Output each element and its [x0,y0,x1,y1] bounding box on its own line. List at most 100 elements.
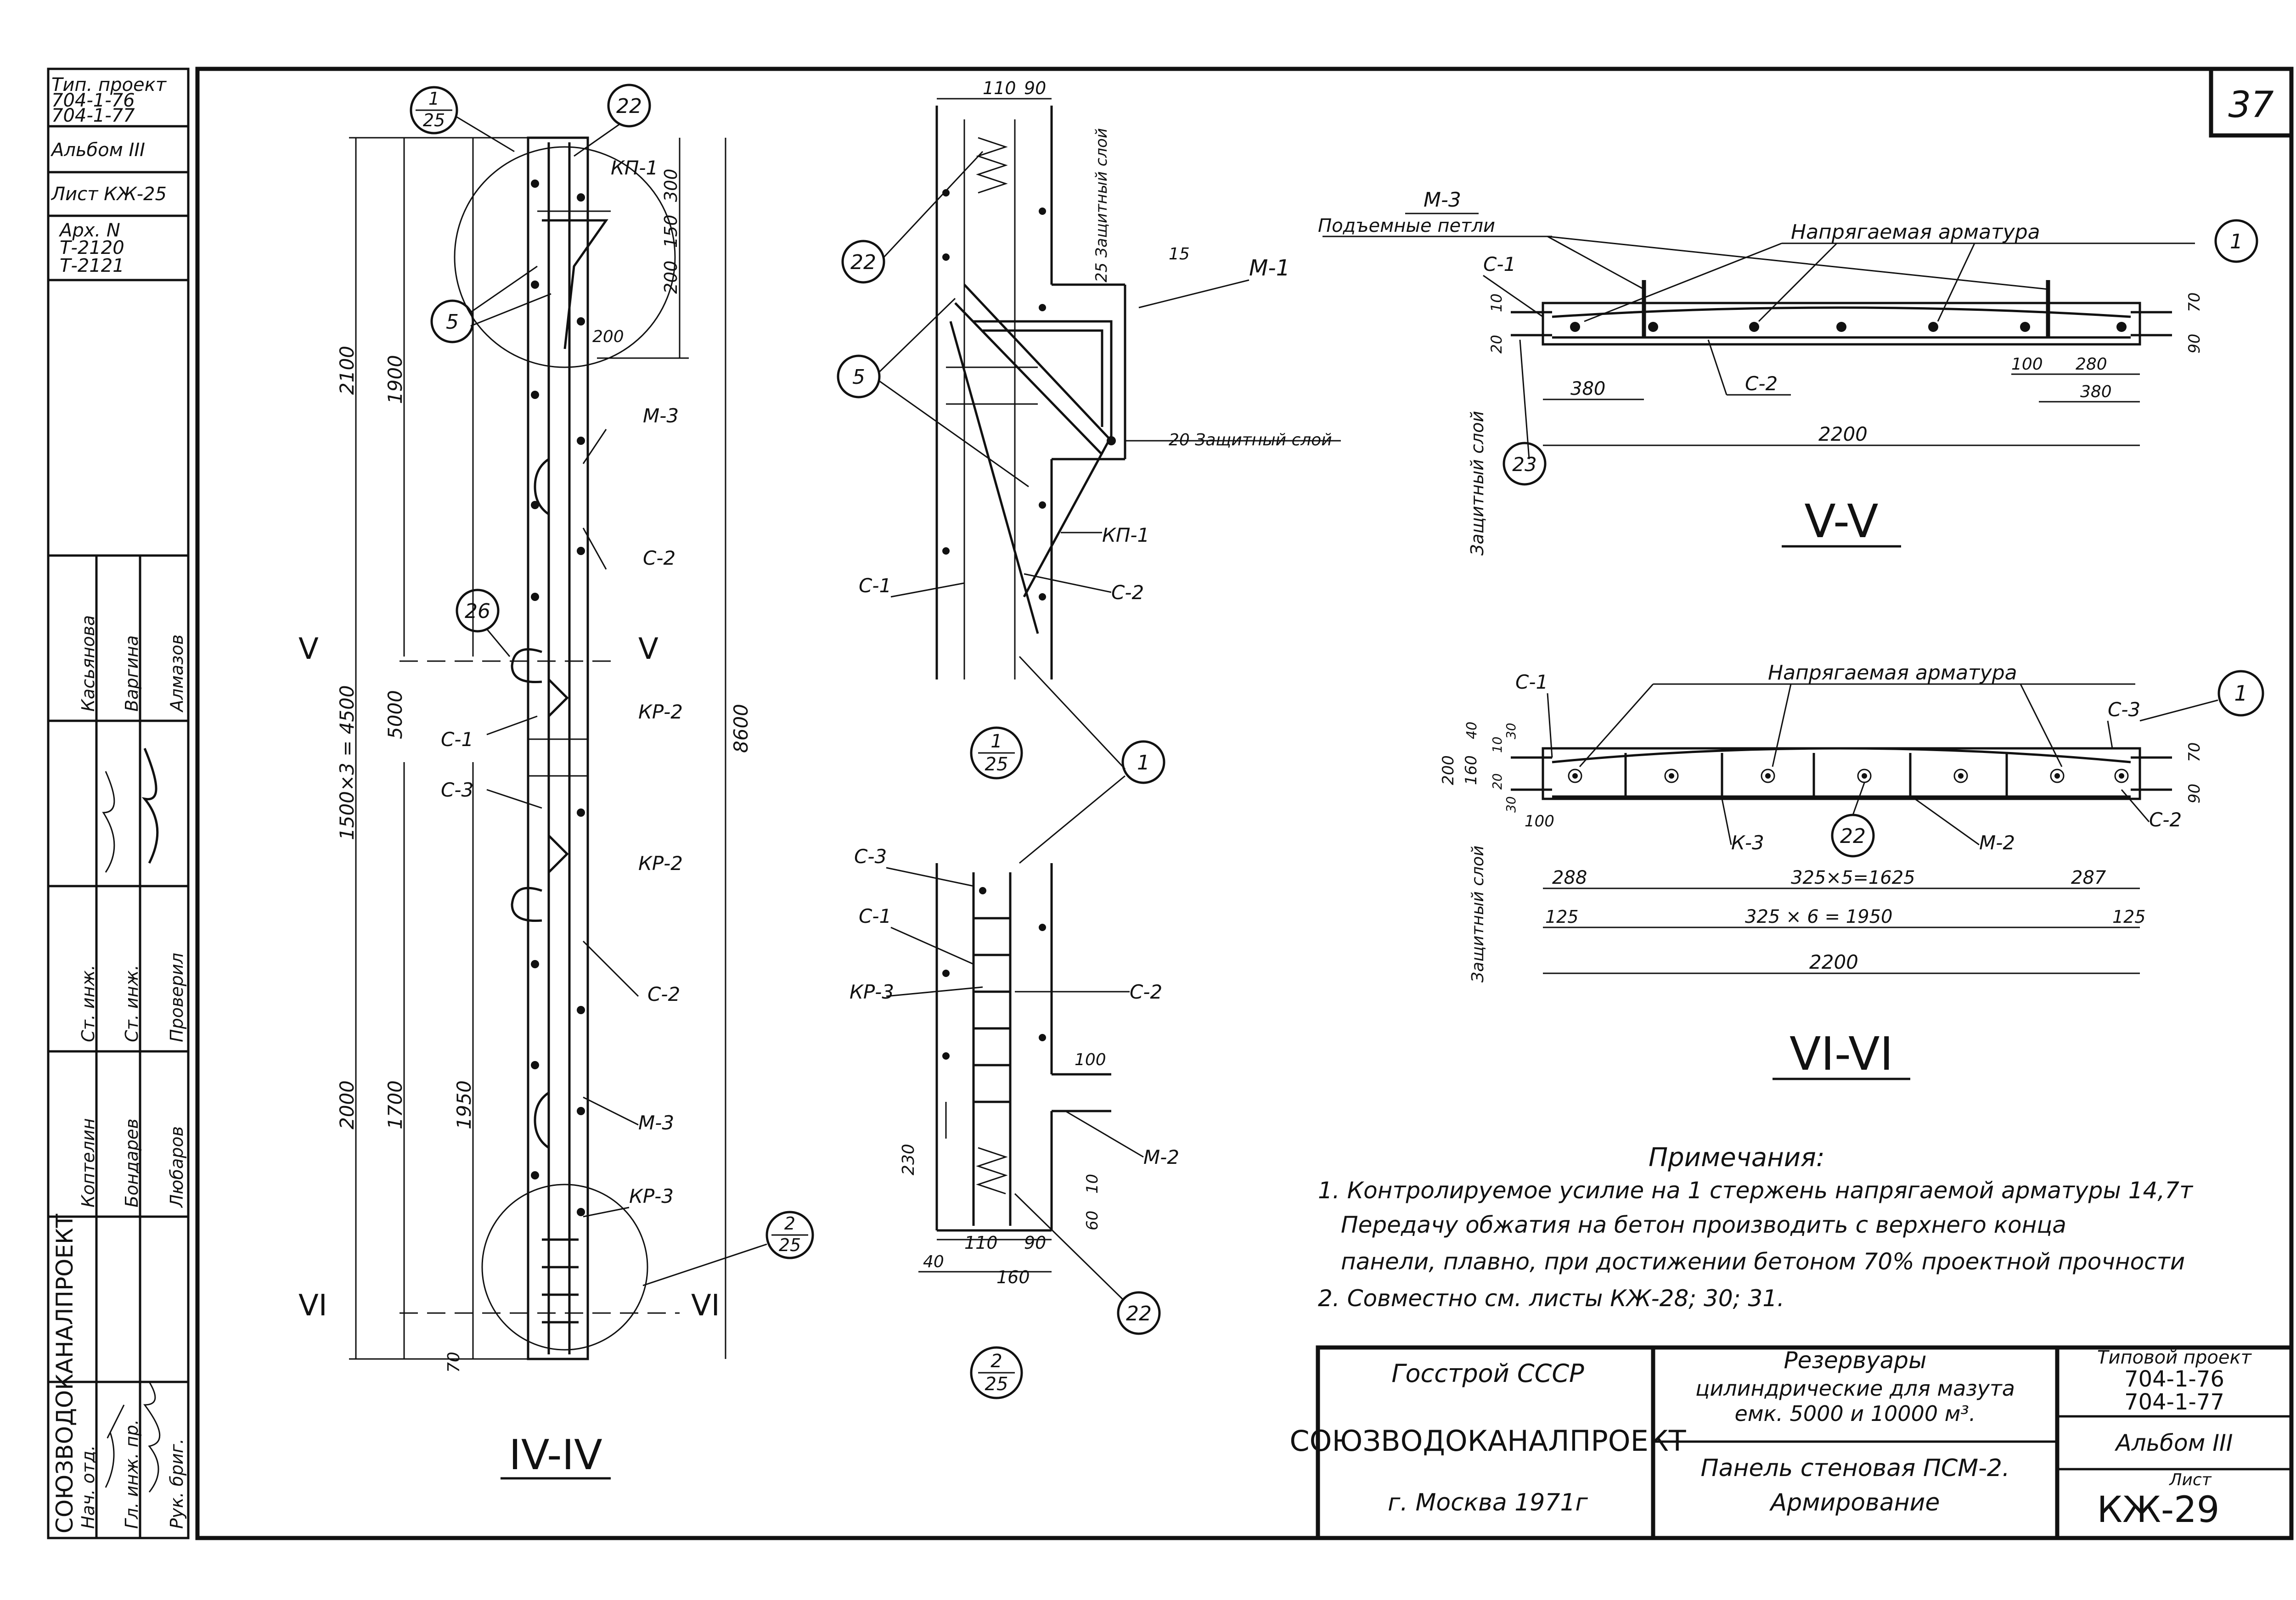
label-m3-bottom: М-3 [638,1112,674,1134]
cut-v-right: V [638,632,658,666]
d1-dim-110: 110 [983,78,1016,98]
v-callout-1: 1 [2230,230,2243,253]
d1-ref-num: 1 [990,731,1002,752]
notes: Примечания: 1. Контролируемое усилие на … [1318,1143,2194,1312]
d2-dim-40: 40 [923,1252,944,1271]
stamp-role-1: Нач. отд. [78,1445,98,1529]
stamp-role-2: Гл. инж. пр. [122,1419,142,1529]
tb-album: Альбом III [2115,1430,2233,1456]
d2-label-c1: С-1 [859,905,891,927]
rebar-dots-iv [531,180,585,1216]
dim-200b: 200 [592,327,624,346]
vi-callout-1: 1 [2234,681,2247,706]
stamp-org-vertical: СОЮЗВОДОКАНАЛПРОЕКТ [51,1213,78,1533]
v-dim-70: 70 [2185,292,2204,312]
detail-circle-top [454,146,676,368]
stamp-name-3: Любаров [167,1126,187,1208]
kr2-upper [548,679,569,717]
ref-bottom-den: 25 [779,1235,801,1255]
vi-callout-22: 22 [1840,825,1866,848]
notes-title: Примечания: [1649,1143,1825,1173]
dim-5000: 5000 [384,690,406,739]
d1-ref-den: 25 [985,754,1008,775]
tb-desc-3: емк. 5000 и 10000 м³. [1735,1401,1976,1426]
dim-1700: 1700 [384,1080,406,1129]
title-block: Госстрой СССР СОЮЗВОДОКАНАЛПРОЕКТ г. Мос… [1289,1345,2294,1540]
dim-1950: 1950 [453,1080,475,1129]
outer-frame [195,67,2294,1540]
stamp-name-5: Варгина [122,635,142,712]
vi-dim-10: 10 [1490,736,1505,753]
ref-top-den: 25 [423,110,445,130]
stamp-sheet: Лист КЖ-25 [51,184,167,205]
kp1-detail [974,320,1113,598]
loop-26 [511,648,542,684]
signature-4 [141,748,159,864]
stamp-name-2: Бондарев [122,1118,142,1207]
stamp-arch-1: Т-2120 [60,237,124,258]
d1-dim-15: 15 [1169,245,1190,264]
tb-proj-label: Типовой проект [2097,1347,2252,1368]
d2-dim-160: 160 [996,1267,1030,1287]
vi-dim-125-left: 125 [1545,907,1579,927]
vi-dim-20: 20 [1490,773,1505,790]
loop-m3-top [534,458,550,516]
tb-org-city: г. Москва 1971г [1388,1489,1588,1516]
dim-200a: 200 [661,260,681,294]
label-kp2-lower: КР-2 [638,852,683,875]
vi-dim-288: 288 [1552,867,1587,888]
d2-dim-110: 110 [964,1233,998,1253]
dim-70: 70 [445,1352,463,1373]
vi-label-c2: С-2 [2149,808,2182,831]
d1-label-c2: С-2 [1111,581,1144,604]
stamp-album: Альбом III [50,140,145,161]
stamp-name-6: Алмазов [167,634,187,713]
label-c2-bottom: С-2 [647,983,680,1005]
stamp-role-5: Ст. инж. [122,965,142,1042]
vi-dim-30a: 30 [1503,723,1519,739]
v-dim-90: 90 [2185,334,2204,354]
vi-label-c3: С-3 [2108,698,2140,721]
d1-callout-5: 5 [852,365,865,389]
v-dim-20: 20 [1488,335,1505,354]
tb-org-name: СОЮЗВОДОКАНАЛПРОЕКТ [1289,1424,1686,1458]
note-line-4: 2. Совместно см. листы КЖ-28; 30; 31. [1318,1285,1784,1312]
v-label-m3: М-3 [1424,188,1461,212]
cut-vi-left: VI [298,1289,327,1323]
d1-label-c1: С-1 [859,574,891,597]
ref-top-num: 1 [428,89,439,109]
d2-dim-100: 100 [1075,1050,1106,1069]
stamp-project-label: Тип. проект [51,74,167,95]
vi-dim-2200: 2200 [1809,951,1858,973]
v-protective: Защитный слой [1467,411,1487,556]
stamp-role-4: Ст. инж. [78,965,98,1042]
d2-label-kr3: КР-3 [850,981,894,1003]
vi-dim-40: 40 [1464,722,1480,739]
vi-dim-100: 100 [1525,812,1554,831]
tb-desc-5: Армирование [1769,1489,1940,1516]
tb-sheet: КЖ-29 [2097,1489,2220,1531]
loop-m3-bottom [534,1091,550,1149]
v-label-prestressed: Напрягаемая арматура [1791,220,2040,244]
d2-label-c2: С-2 [1130,981,1162,1003]
vi-label-prestressed: Напрягаемая арматура [1768,661,2017,685]
label-kp2-upper: КР-2 [638,701,683,723]
d1-label-m1: М-1 [1249,255,1290,281]
tb-proj-2: 704-1-77 [2124,1389,2224,1415]
tb-org-top: Госстрой СССР [1391,1359,1584,1388]
d2-label-m2: М-2 [1143,1146,1179,1168]
kr2-lower [548,835,569,873]
v-label-c2: С-2 [1745,372,1778,395]
vi-protective: Защитный слой [1469,846,1487,982]
v-dim-10: 10 [1488,293,1505,312]
v-label-c1: С-1 [1483,253,1516,275]
dim-2000: 2000 [336,1080,358,1129]
detail-1: 110 90 25 Защитный слой 15 20 Защитный с… [837,78,1341,780]
dim-2100: 2100 [336,346,358,395]
loop-lower [511,887,542,922]
label-kp1: КП-1 [611,157,658,179]
d2-dim-230: 230 [899,1144,918,1175]
v-callout-23: 23 [1512,453,1536,476]
v-dim-380-left: 380 [1570,378,1605,399]
